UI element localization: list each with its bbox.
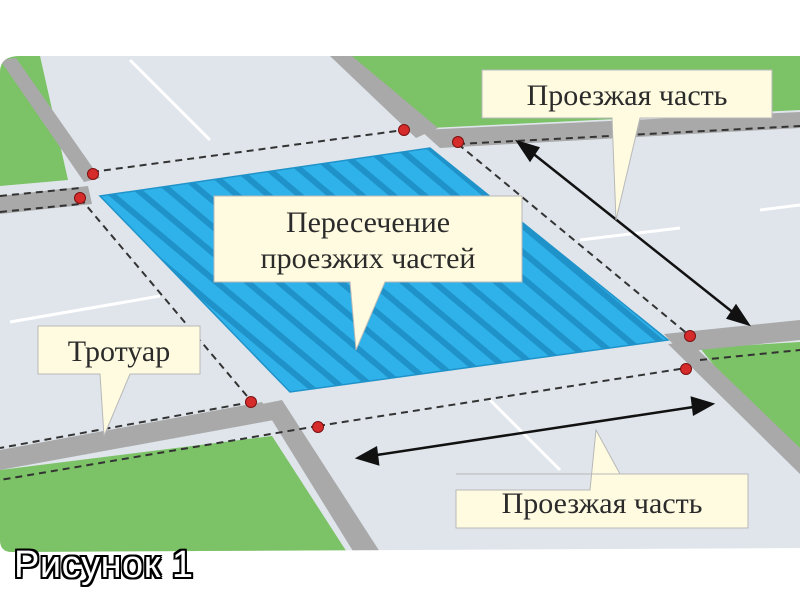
- grass-bottom-left: [0, 436, 352, 552]
- callout-intersection: Пересечение проезжих частей: [213, 195, 523, 351]
- sidewalk-bottom-left-vertical: [262, 400, 380, 552]
- intersection-label-line1: Пересечение: [286, 206, 450, 239]
- sidewalk-bottom-left-horizontal: [0, 402, 274, 470]
- marker-dot: [87, 168, 99, 180]
- roadway-bottom-label: Проезжая часть: [502, 487, 703, 520]
- roadway-width-arrows: [354, 139, 751, 466]
- marker-dot: [684, 330, 696, 342]
- marker-dot: [398, 124, 410, 136]
- marker-dot: [74, 192, 86, 204]
- sidewalk-top-right-horizontal: [420, 112, 800, 148]
- sidewalk-bottom-right-vertical: [668, 342, 800, 474]
- callout-roadway-bottom: Проезжая часть: [455, 428, 749, 529]
- roadway-top-label: Проезжая часть: [527, 79, 728, 112]
- marker-dot: [245, 396, 257, 408]
- figure-caption: Рисунок 1: [14, 544, 194, 586]
- marker-dot: [312, 421, 324, 433]
- grass-top-left: [0, 56, 68, 186]
- lane-marking: [579, 226, 681, 242]
- sidewalk-label: Тротуар: [68, 335, 170, 368]
- boundary-markers: [74, 124, 696, 433]
- sidewalk-top-left-vertical: [0, 58, 100, 182]
- lane-marking: [9, 294, 161, 324]
- lane-marking: [488, 398, 562, 472]
- marker-dot: [680, 363, 692, 375]
- sidewalk-top-left-horizontal: [0, 186, 92, 214]
- intersection-label-line2: проезжих частей: [261, 242, 476, 275]
- sidewalk-top-right-vertical: [330, 56, 438, 138]
- sidewalk-bottom-right-horizontal: [664, 320, 800, 352]
- lane-marking: [759, 203, 800, 212]
- callout-sidewalk: Тротуар: [37, 325, 201, 437]
- lane-marking: [128, 58, 212, 142]
- callout-roadway-top: Проезжая часть: [481, 69, 773, 221]
- marker-dot: [452, 136, 464, 148]
